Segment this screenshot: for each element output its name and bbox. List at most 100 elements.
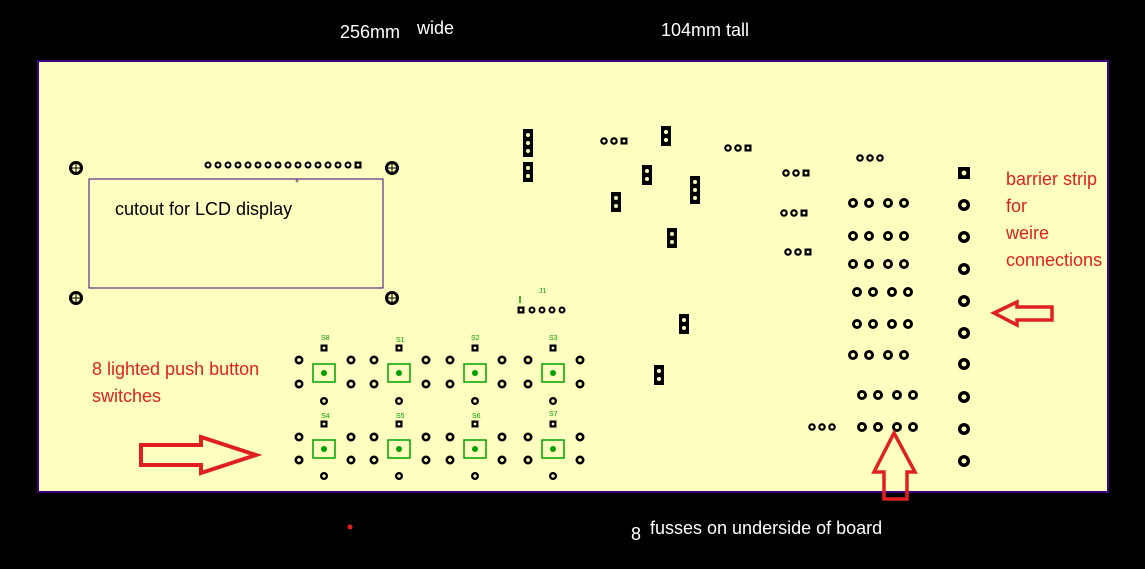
lcd-header-pin-hole [276,163,280,167]
fuses-count-label: 8 [631,524,642,544]
component-pin [657,369,661,373]
component-pin [664,138,668,142]
switch-pin-hole [322,346,326,350]
component-pin-hole [726,146,730,150]
fuse-pad-hole [894,424,900,430]
switch-body [312,439,336,459]
arrow-right-icon [139,434,263,476]
component-pin-hole [792,211,796,215]
component-pin-hole [858,156,862,160]
switch-body [541,363,565,383]
switch-pad-hole [500,458,504,462]
component-body [654,365,664,385]
lcd-header-pin-hole [216,163,220,167]
component-pin [670,240,674,244]
lcd-header-pin-hole [356,163,360,167]
switch-pad-hole [551,399,555,403]
switch-pad-hole [349,458,353,462]
component-pin-hole [796,250,800,254]
lcd-header-pin-hole [236,163,240,167]
switch-pad-hole [297,358,301,362]
component-pin [664,130,668,134]
switch-label-s7: S7 [549,411,558,418]
switch-pad-hole [551,474,555,478]
pcb-pads [69,126,970,480]
component-pin [682,326,686,330]
lcd-header-pin-hole [306,163,310,167]
fuse-pad-hole [850,352,856,358]
lcd-header-pin-hole [346,163,350,167]
width-suffix-label: wide [417,18,455,38]
switch-pad-hole [448,358,452,362]
arrow-left-icon [990,299,1054,328]
barrier-strip-pad-hole [961,266,967,272]
component-pin [645,169,649,173]
fuse-pad-hole [905,289,911,295]
component-pin [526,166,530,170]
red-dot-marker [347,524,353,530]
barrier-strip-pad-hole [961,298,967,304]
switch-pad-hole [500,382,504,386]
fuse-pad-hole [866,352,872,358]
component-pin [693,196,697,200]
switch-pad-hole [578,358,582,362]
barrier-annotation-line4: connections [1006,250,1103,270]
component-pin-hole [612,139,616,143]
switch-pad-hole [322,474,326,478]
fuse-pad-hole [885,233,891,239]
fuse-pad-hole [866,233,872,239]
fuse-pad-hole [859,424,865,430]
component-pin-hole [784,171,788,175]
height-dimension-label: 104mm tall [661,20,750,40]
switch-label-s4: S4 [321,413,330,420]
barrier-annotation-line3: weire [1006,223,1050,243]
switch-pad-hole [297,435,301,439]
switch-label-s8: S8 [321,335,330,342]
lcd-cutout-outline [88,178,384,289]
fuses-annotation: fusses on underside of board [650,518,883,538]
fuse-pad-hole [885,352,891,358]
switch-pad-hole [424,458,428,462]
fuse-pad-hole [866,200,872,206]
component-body [667,228,677,248]
fuse-pad-hole [850,200,856,206]
switch-pad-hole [526,358,530,362]
switch-led [396,446,402,452]
component-pin [682,318,686,322]
j1-pin-hole [519,308,523,312]
component-pin [657,377,661,381]
component-body [642,165,652,185]
barrier-strip-pad-hole [961,458,967,464]
switch-pad-hole [500,435,504,439]
switch-body [387,439,411,459]
fuse-pad-hole [889,321,895,327]
component-square-pin-hole [622,139,626,143]
switch-pad-hole [424,358,428,362]
switch-pad-hole [397,399,401,403]
lcd-header-pin-hole [266,163,270,167]
switch-body [387,363,411,383]
switch-pin-hole [397,346,401,350]
barrier-strip-pad-hole [961,170,967,176]
component-square-pin-hole [806,250,810,254]
component-square-pin-hole [802,211,806,215]
switch-pin-hole [551,346,555,350]
barrier-strip-pad-hole [961,361,967,367]
switch-pad-hole [448,458,452,462]
switch-pad-hole [372,382,376,386]
switch-pad-hole [397,474,401,478]
lcd-header-pin-hole [246,163,250,167]
switch-pad-hole [297,458,301,462]
barrier-strip-pad-hole [961,234,967,240]
barrier-strip-annotation: barrier strip for weire connections [1006,166,1102,274]
switch-pad-hole [526,382,530,386]
lcd-header-pin-hole [226,163,230,167]
fuse-pad-hole [850,233,856,239]
fuse-pad-hole [854,321,860,327]
switch-led [321,446,327,452]
component-pin-hole [878,156,882,160]
switch-pad-hole [372,358,376,362]
lcd-header-pin-hole [316,163,320,167]
switch-led [321,370,327,376]
switch-pad-hole [473,399,477,403]
